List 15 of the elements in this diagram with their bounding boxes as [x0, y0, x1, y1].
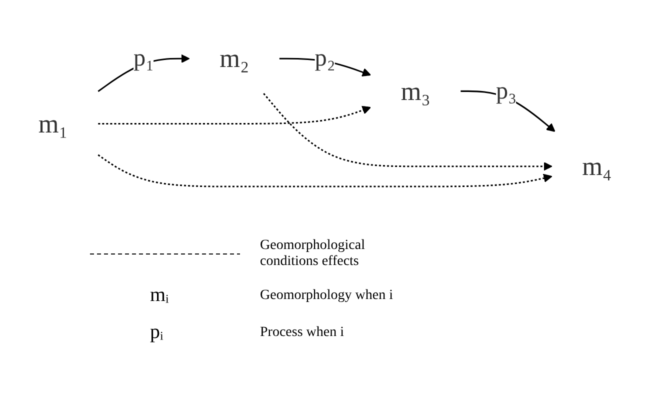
edge-label: p₁ [133, 46, 154, 72]
symbol-label: mᵢ [149, 284, 170, 307]
node-text: m₂ [220, 44, 250, 74]
symbol-label: pᵢ [149, 321, 164, 344]
node-text: m₃ [400, 76, 430, 106]
arrow [98, 154, 552, 188]
node-text: m₄ [582, 152, 612, 181]
node-text: m₁ [38, 109, 68, 138]
definition-text: Process when i [260, 324, 344, 340]
definition-text: Geomorphology when i [260, 288, 393, 304]
edge-label: p₃ [496, 78, 517, 104]
edge-label: p₂ [314, 46, 336, 72]
arrow [263, 92, 552, 171]
legend-text: Geomorphological conditions effects [260, 238, 366, 270]
arrow [98, 106, 371, 124]
